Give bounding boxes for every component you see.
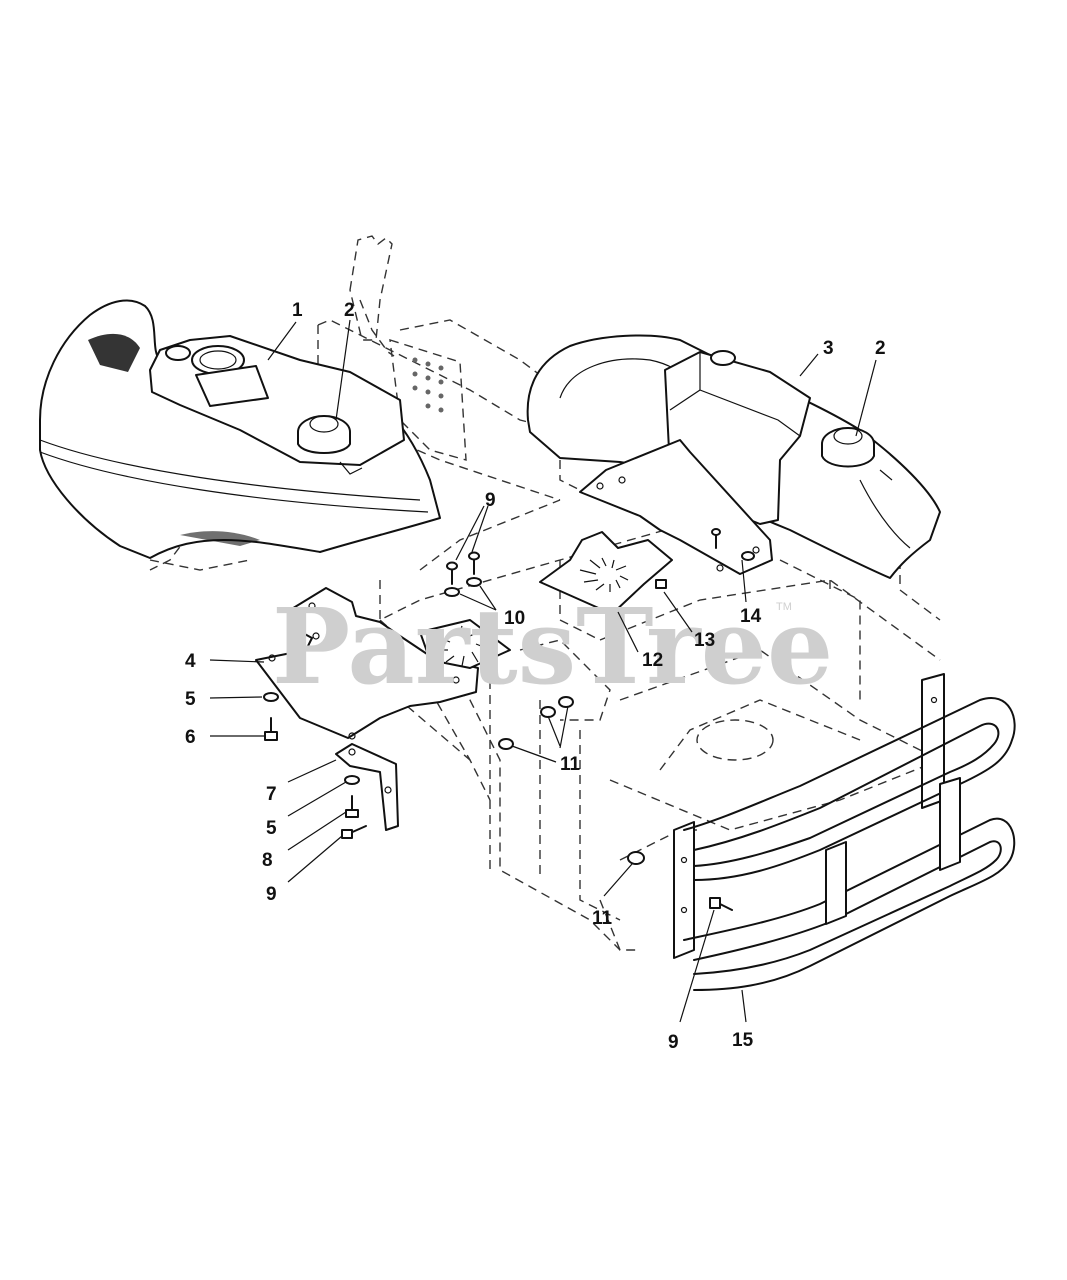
callout-5-bottom: 5 bbox=[266, 818, 277, 839]
callout-2-right: 2 bbox=[875, 338, 886, 359]
rear-bumper bbox=[673, 673, 1016, 991]
callout-14: 14 bbox=[740, 606, 762, 627]
left-seat-plate bbox=[255, 587, 511, 740]
callout-8: 8 bbox=[262, 850, 273, 871]
callout-10: 10 bbox=[504, 608, 525, 629]
watermark-trademark: TM bbox=[776, 601, 792, 613]
left-fender bbox=[39, 299, 441, 559]
bolt-9-pair bbox=[446, 551, 480, 585]
callout-7: 7 bbox=[266, 784, 277, 805]
right-seat-plate bbox=[579, 439, 773, 575]
callout-3: 3 bbox=[823, 338, 834, 359]
bolt-6 bbox=[264, 717, 278, 741]
washer-10-pair bbox=[444, 577, 482, 597]
callout-11-lower: 11 bbox=[592, 908, 613, 929]
leader-lines bbox=[209, 319, 877, 1023]
watermark-text: PartsTree bbox=[272, 585, 833, 708]
callout-4: 4 bbox=[185, 651, 196, 672]
clip-13 bbox=[655, 579, 667, 589]
callout-5-top: 5 bbox=[185, 689, 196, 710]
washer-5 bbox=[263, 692, 279, 702]
callout-11-upper: 11 bbox=[560, 754, 581, 775]
l-bracket bbox=[335, 743, 399, 839]
callout-9-left: 9 bbox=[266, 884, 277, 905]
callout-1: 1 bbox=[292, 300, 303, 321]
watermark: PartsTree TM bbox=[272, 585, 833, 708]
callout-2-left: 2 bbox=[344, 300, 355, 321]
nut-11-group bbox=[498, 696, 645, 865]
callout-15: 15 bbox=[732, 1030, 754, 1051]
callout-6: 6 bbox=[185, 727, 196, 748]
center-vent-plate bbox=[539, 531, 673, 615]
callout-9-top: 9 bbox=[485, 490, 496, 511]
callout-9-bottom: 9 bbox=[668, 1032, 679, 1053]
rear-bracket-plate bbox=[389, 339, 467, 461]
callout-12: 12 bbox=[642, 650, 663, 671]
callout-13: 13 bbox=[694, 630, 715, 651]
right-fender bbox=[526, 334, 941, 579]
callout-labels: 1 2 3 2 9 10 14 13 12 4 5 6 11 7 5 8 9 1… bbox=[185, 300, 886, 1053]
